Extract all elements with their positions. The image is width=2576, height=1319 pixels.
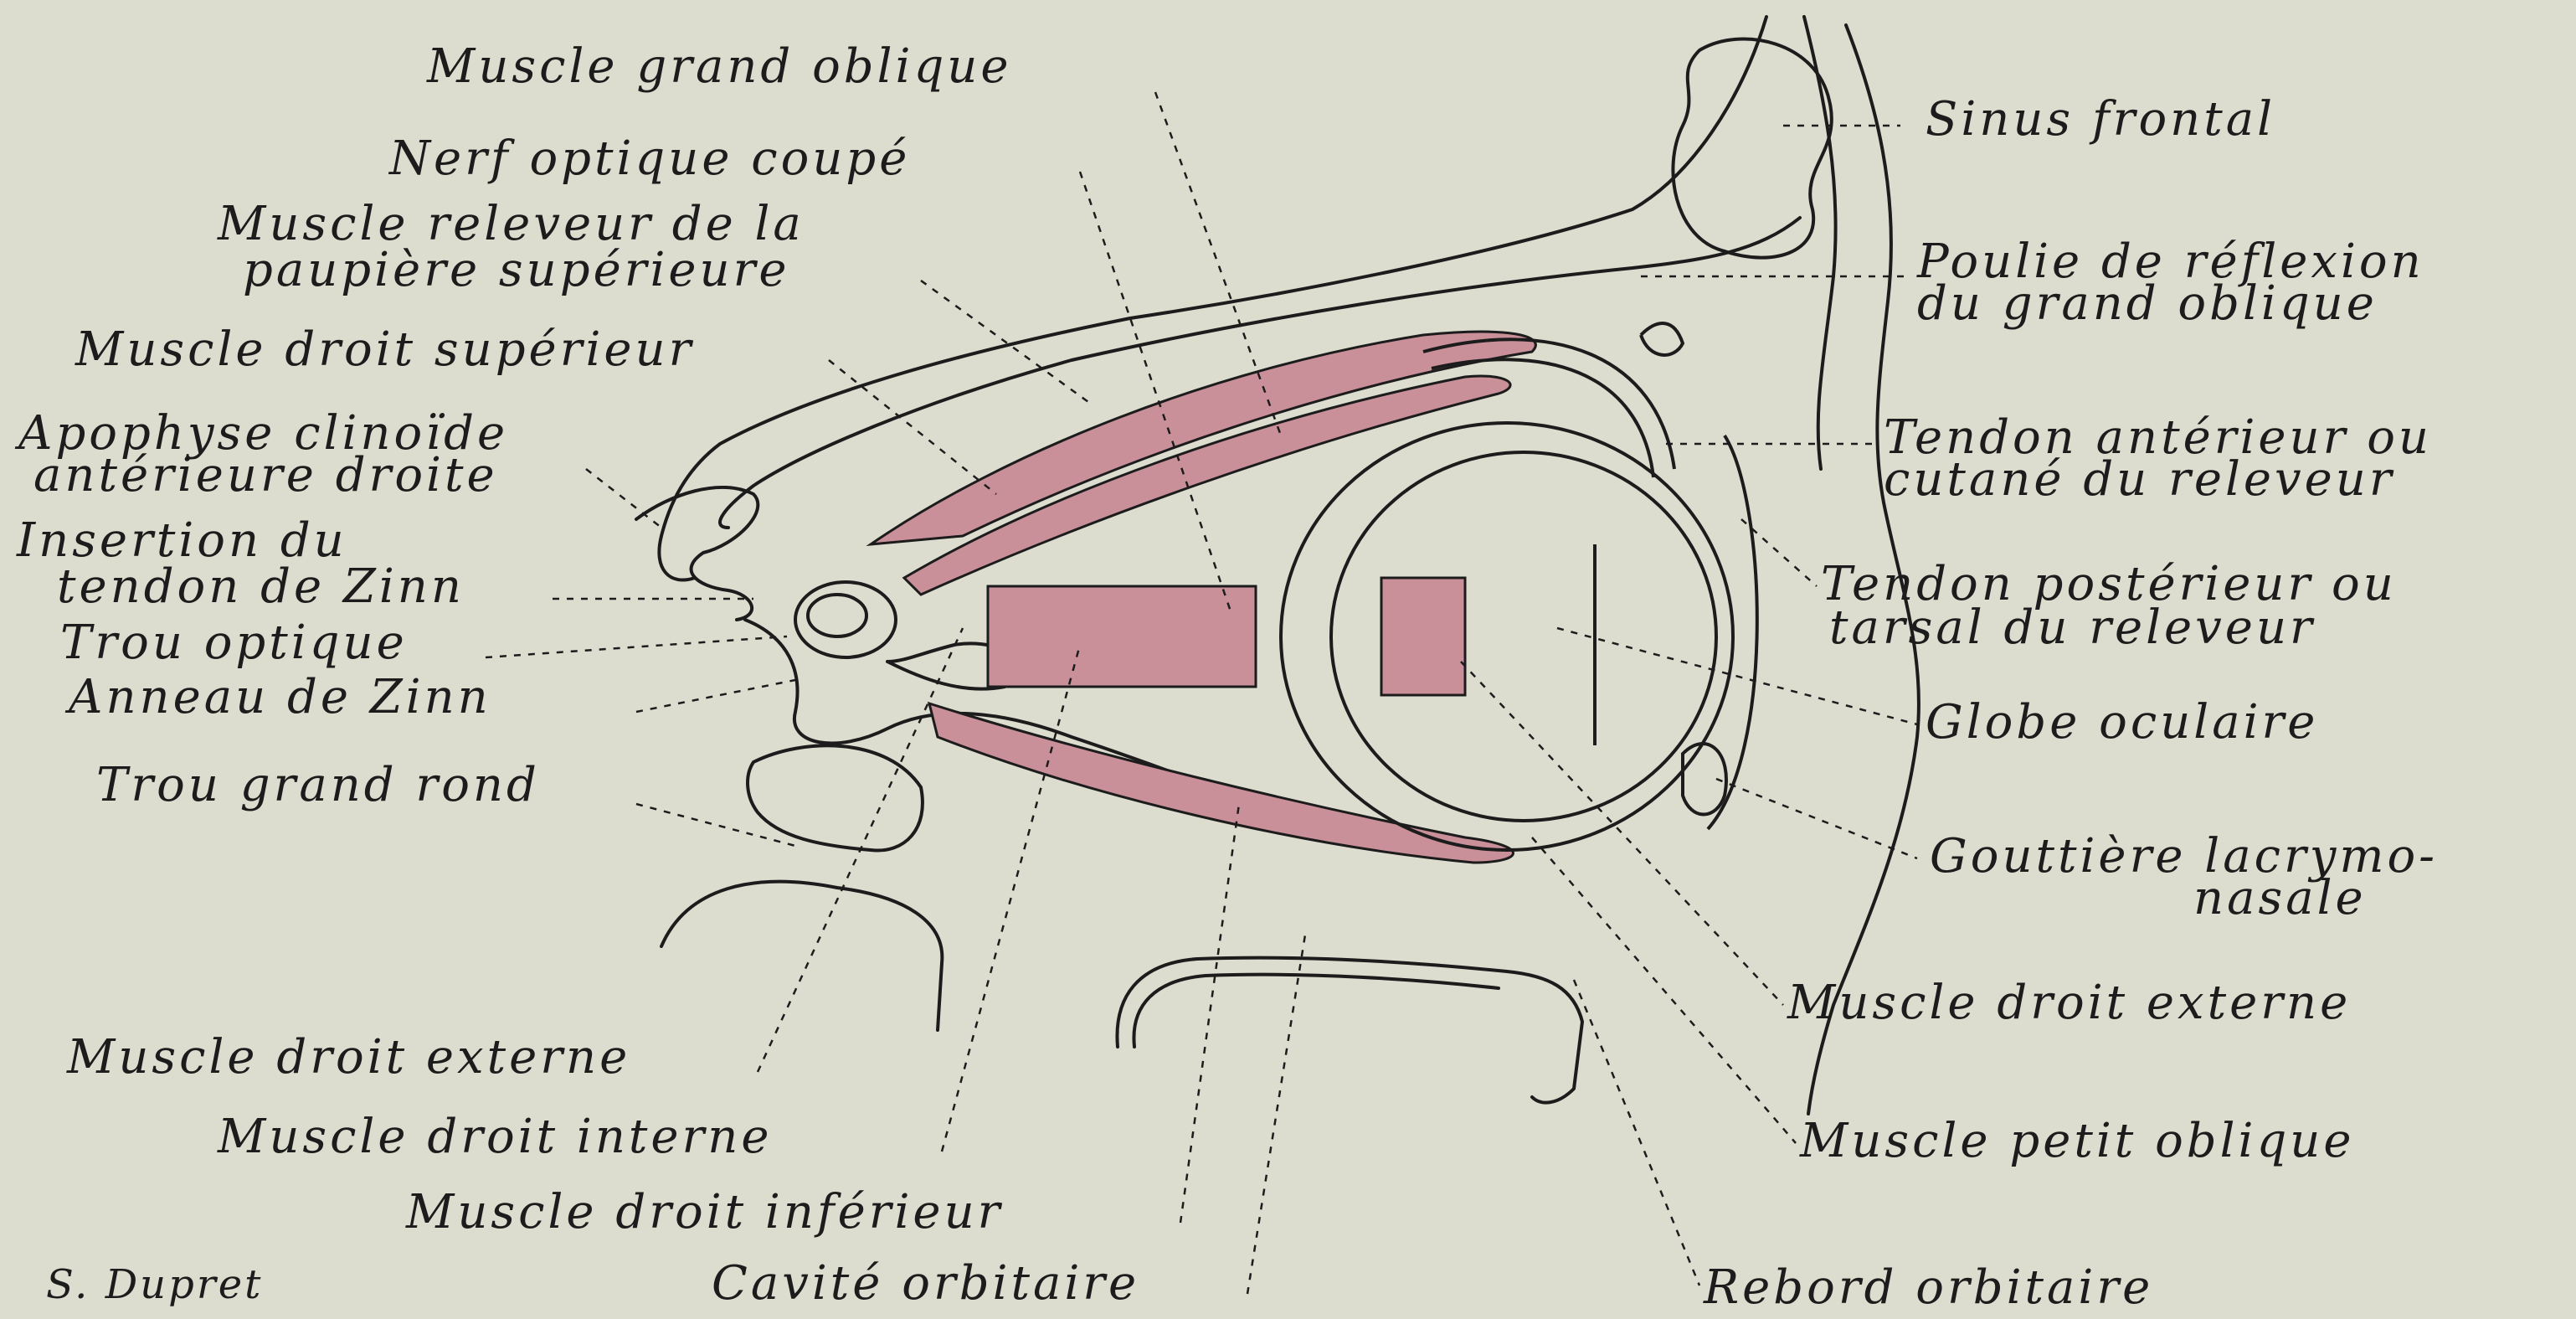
label-gouttiere-line2: nasale xyxy=(2193,875,2367,922)
eyeball xyxy=(1281,423,1733,850)
leader-rebord xyxy=(1574,980,1699,1286)
superior-rectus-muscle xyxy=(871,332,1535,544)
leader-droit-externe-left xyxy=(758,628,963,1072)
orbital-rim-lower-inner xyxy=(1134,975,1499,1047)
label-sinus-frontal: Sinus frontal xyxy=(1926,96,2275,143)
leader-petit-oblique xyxy=(1532,837,1796,1143)
label-releveur-line2: paupière supérieure xyxy=(243,247,790,294)
label-muscle-petit-oblique: Muscle petit oblique xyxy=(1800,1118,2355,1165)
label-cavite-orbitaire: Cavité orbitaire xyxy=(712,1260,1139,1307)
medial-rectus-muscle xyxy=(988,586,1256,687)
leader-droit-externe-right xyxy=(1461,662,1783,1005)
sphenoid-section xyxy=(748,745,923,850)
label-rebord-orbitaire: Rebord orbitaire xyxy=(1704,1265,2153,1311)
label-muscle-droit-interne: Muscle droit interne xyxy=(218,1114,773,1161)
label-muscle-droit-superieur: Muscle droit supérieur xyxy=(75,327,694,374)
leader-trou-optique xyxy=(486,636,787,657)
leader-apophyse xyxy=(586,469,661,528)
leader-anneau xyxy=(636,678,804,712)
label-insertion-line1: Insertion du xyxy=(17,518,347,564)
leader-droit-superieur xyxy=(829,360,996,494)
clinoid-process xyxy=(636,487,758,620)
label-muscle-grand-oblique: Muscle grand oblique xyxy=(427,44,1012,90)
frontal-sinus xyxy=(1673,39,1831,258)
label-globe-oculaire: Globe oculaire xyxy=(1926,699,2318,746)
inferior-rectus-muscle xyxy=(929,703,1514,863)
label-nerf-optique-coupe: Nerf optique coupé xyxy=(389,136,910,183)
lateral-rectus-muscle xyxy=(1381,578,1465,695)
label-muscle-droit-externe-left: Muscle droit externe xyxy=(67,1034,630,1081)
leader-gouttiere xyxy=(1716,779,1917,858)
label-trou-optique: Trou optique xyxy=(60,620,408,667)
label-muscle-droit-inferieur: Muscle droit inférieur xyxy=(406,1189,1003,1236)
label-poulie-line2: du grand oblique xyxy=(1917,281,2378,327)
leader-cavite xyxy=(1247,930,1306,1294)
lacrimal-groove xyxy=(1683,744,1726,814)
label-anneau-de-zinn: Anneau de Zinn xyxy=(69,674,491,721)
leader-releveur xyxy=(921,281,1088,402)
label-releveur-line1: Muscle releveur de la xyxy=(218,201,805,248)
maxillary-section xyxy=(661,882,942,1030)
nasal-bone-outline xyxy=(1804,17,1836,469)
orbital-roof xyxy=(659,17,1766,580)
label-trou-grand-rond: Trou grand rond xyxy=(96,762,540,809)
label-apophyse-line2: antérieure droite xyxy=(33,452,498,499)
label-muscle-droit-externe-right: Muscle droit externe xyxy=(1787,980,2351,1027)
label-tendon-anterieur-line2: cutané du releveur xyxy=(1884,456,2395,503)
label-insertion-line2: tendon de Zinn xyxy=(57,564,465,611)
leader-droit-inferieur xyxy=(1180,804,1239,1223)
trochlea xyxy=(1641,323,1683,355)
optic-foramen xyxy=(795,582,896,657)
artist-signature: S. Dupret xyxy=(46,1265,263,1305)
label-tendon-posterieur-line2: tarsal du releveur xyxy=(1829,605,2316,652)
optic-foramen-inner xyxy=(808,595,866,636)
